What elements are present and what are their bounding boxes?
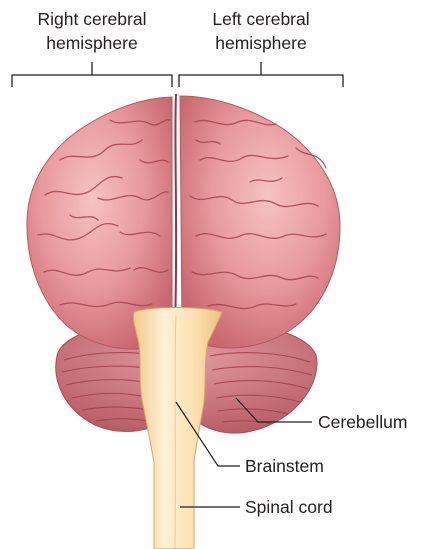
cerebellum-label: Cerebellum (318, 412, 407, 432)
right-hemisphere-label-line1: Right cerebral (38, 9, 147, 29)
left-hemisphere-label-line1: Left cerebral (212, 9, 309, 29)
brainstem-label: Brainstem (245, 456, 324, 476)
right-hemisphere-bracket (12, 62, 172, 87)
left-hemisphere-bracket (179, 62, 343, 87)
spinal-cord-label: Spinal cord (245, 497, 333, 517)
longitudinal-fissure (175, 94, 176, 330)
right-hemisphere-label-line2: hemisphere (46, 33, 137, 53)
left-hemisphere-label-line2: hemisphere (215, 33, 306, 53)
